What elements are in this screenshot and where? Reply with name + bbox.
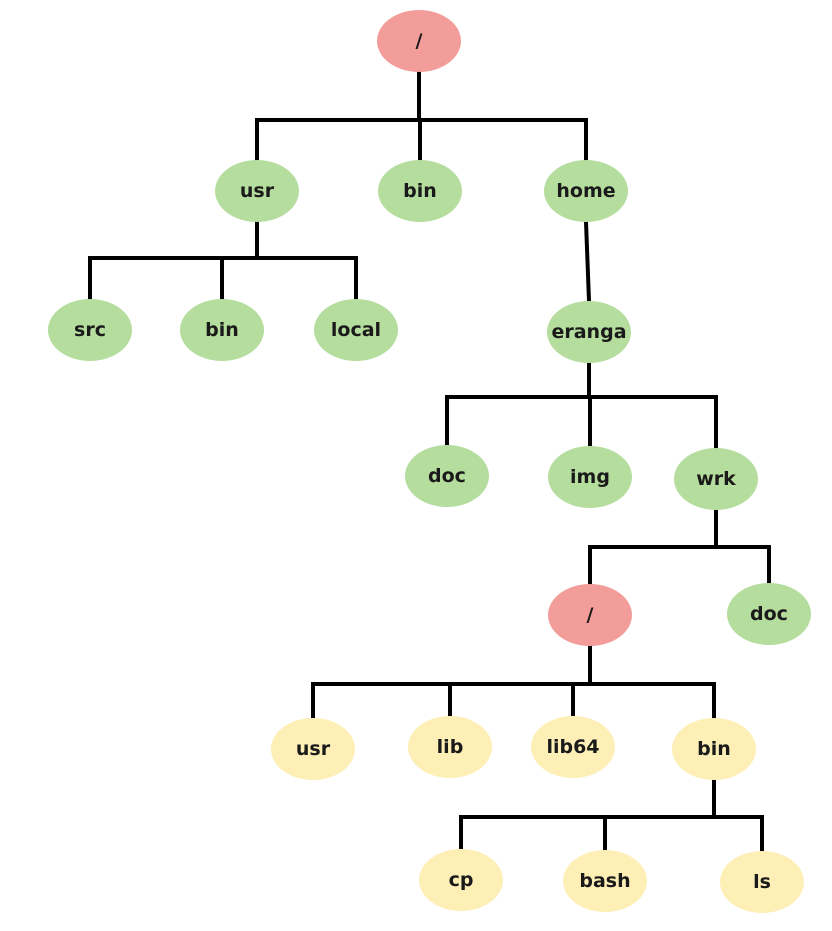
node-ellipse-eranga-wrk: [674, 448, 758, 510]
node-home: home: [544, 160, 628, 222]
node-root: /: [377, 10, 461, 72]
node-ellipse-jail-bin: [672, 718, 756, 780]
node-ellipse-usr-local: [314, 299, 398, 361]
node-jail-lib64: lib64: [531, 716, 615, 778]
node-jail-cp: cp: [419, 849, 503, 911]
node-label-jail-cp: cp: [449, 869, 474, 891]
node-ellipse-usr-src: [48, 299, 132, 361]
node-jail-root: /: [548, 584, 632, 646]
node-jail-lib: lib: [408, 716, 492, 778]
node-jail-bin: bin: [672, 718, 756, 780]
node-label-usr-bin: bin: [205, 319, 239, 341]
node-label-root: /: [416, 30, 423, 52]
node-ellipse-eranga-img: [548, 446, 632, 508]
node-label-usr-local: local: [331, 319, 381, 341]
node-usr-local: local: [314, 299, 398, 361]
node-label-eranga: eranga: [551, 321, 626, 343]
edge-home-eranga: [583, 219, 592, 304]
node-label-usr-src: src: [74, 319, 106, 341]
node-ellipse-eranga: [547, 301, 631, 363]
node-usr-src: src: [48, 299, 132, 361]
node-eranga: eranga: [547, 301, 631, 363]
node-label-bin: bin: [403, 180, 437, 202]
node-ellipse-jail-lib64: [531, 716, 615, 778]
node-ellipse-home: [544, 160, 628, 222]
node-ellipse-jail-usr: [271, 718, 355, 780]
node-label-eranga-doc: doc: [428, 465, 466, 487]
node-eranga-img: img: [548, 446, 632, 508]
node-ellipse-jail-bash: [563, 850, 647, 912]
node-label-eranga-img: img: [570, 466, 610, 488]
node-ellipse-usr-bin: [180, 299, 264, 361]
node-ellipse-wrk-doc: [727, 583, 811, 645]
node-label-home: home: [556, 180, 615, 202]
node-ellipse-jail-cp: [419, 849, 503, 911]
node-wrk-doc: doc: [727, 583, 811, 645]
tree-edges: [88, 70, 771, 853]
node-jail-usr: usr: [271, 718, 355, 780]
node-jail-bash: bash: [563, 850, 647, 912]
node-label-jail-lib: lib: [437, 736, 464, 758]
node-usr-bin: bin: [180, 299, 264, 361]
node-jail-ls: ls: [720, 851, 804, 913]
node-label-wrk-doc: doc: [750, 603, 788, 625]
node-label-jail-root: /: [587, 604, 594, 626]
node-ellipse-eranga-doc: [405, 445, 489, 507]
node-ellipse-root: [377, 10, 461, 72]
node-label-jail-bin: bin: [697, 738, 731, 760]
node-ellipse-usr: [215, 160, 299, 222]
node-label-jail-ls: ls: [753, 871, 771, 893]
node-bin: bin: [378, 160, 462, 222]
node-ellipse-jail-lib: [408, 716, 492, 778]
node-ellipse-bin: [378, 160, 462, 222]
node-label-eranga-wrk: wrk: [696, 468, 736, 490]
node-usr: usr: [215, 160, 299, 222]
node-label-jail-lib64: lib64: [546, 736, 599, 758]
node-label-jail-usr: usr: [296, 738, 331, 760]
tree-nodes: / usr bin home src bin local eranga doc img wrk / do…: [48, 10, 811, 913]
node-ellipse-jail-ls: [720, 851, 804, 913]
node-label-jail-bash: bash: [579, 870, 630, 892]
node-eranga-wrk: wrk: [674, 448, 758, 510]
node-ellipse-jail-root: [548, 584, 632, 646]
node-eranga-doc: doc: [405, 445, 489, 507]
node-label-usr: usr: [240, 180, 275, 202]
